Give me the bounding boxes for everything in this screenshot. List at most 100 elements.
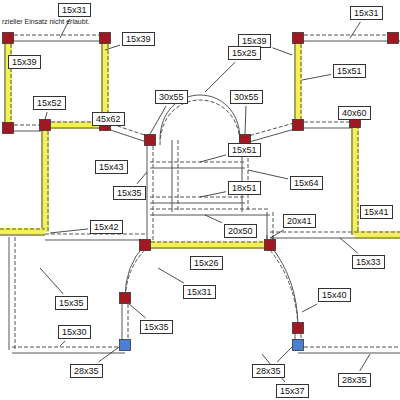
dimension-text: 15x31 xyxy=(187,287,212,297)
dimension-text: 15x40 xyxy=(322,290,347,300)
curved-beam xyxy=(160,100,240,145)
column-square xyxy=(3,123,14,134)
dimension-callout: 15x51 xyxy=(333,64,366,78)
dimension-callout: 15x41 xyxy=(360,205,393,219)
dimension-callout: 15x26 xyxy=(190,256,223,270)
dimension-callout: 15x42 xyxy=(90,220,123,234)
beam-line xyxy=(298,128,355,129)
dimension-text: 15x39 xyxy=(12,57,37,67)
leader-line xyxy=(200,192,226,197)
dimension-callout: 15x39 xyxy=(8,55,41,69)
beam-line xyxy=(45,128,105,129)
dimension-callout: 15x51 xyxy=(228,143,261,157)
dimension-callout: 30x55 xyxy=(230,90,263,104)
leader-line xyxy=(340,238,358,253)
dimension-callout: 18x51 xyxy=(228,181,261,195)
leader-line xyxy=(350,22,360,38)
column-square xyxy=(120,293,131,304)
dimension-text: 40x60 xyxy=(342,108,367,118)
dimension-text: 15x31 xyxy=(354,8,379,18)
dimension-text: 15x37 xyxy=(280,386,305,396)
highlight-beam xyxy=(351,125,359,235)
dimension-text: 45x62 xyxy=(96,114,121,124)
beam-line xyxy=(295,38,296,125)
beam-line xyxy=(298,35,400,36)
dimension-callout: 20x41 xyxy=(283,214,316,228)
dimension-callout: 15x31 xyxy=(58,3,91,17)
leader-line xyxy=(200,155,226,162)
dimension-text: 15x35 xyxy=(144,322,169,332)
beam-line xyxy=(270,238,355,239)
beam-line xyxy=(150,168,245,169)
beam-line xyxy=(15,237,16,350)
dimension-text: 15x25 xyxy=(232,48,257,58)
leader-line xyxy=(60,341,65,346)
beam-line xyxy=(8,41,108,42)
beam-line xyxy=(150,215,270,216)
beam-line xyxy=(298,122,355,123)
column-square xyxy=(293,120,304,131)
dimension-text: 30x55 xyxy=(159,92,184,102)
beam-line xyxy=(244,122,297,137)
leader-line xyxy=(360,354,370,371)
beam-line xyxy=(45,240,145,241)
leader-line xyxy=(245,106,247,134)
leader-layer xyxy=(40,19,370,382)
leader-line xyxy=(45,112,47,120)
highlight-beam xyxy=(355,231,400,239)
dimension-callout: 15x43 xyxy=(95,160,128,174)
dimension-callout: 28x35 xyxy=(70,364,103,378)
beam-line xyxy=(352,125,353,235)
dimension-text: 15x43 xyxy=(99,162,124,172)
beam-line xyxy=(358,125,359,235)
beam-line xyxy=(178,140,179,212)
dimension-callout: 30x55 xyxy=(155,90,188,104)
beam-line xyxy=(298,353,400,354)
beam-line xyxy=(48,125,49,232)
curved-beam xyxy=(125,245,145,298)
beam-line xyxy=(12,347,125,348)
beam-line xyxy=(147,140,148,245)
highlight-beam xyxy=(294,38,302,125)
column-square xyxy=(293,323,304,334)
dimension-callout: 40x60 xyxy=(338,106,371,120)
dimension-text: 15x35 xyxy=(117,188,142,198)
beam-line xyxy=(246,128,299,143)
column-layer xyxy=(3,33,399,351)
beam-line xyxy=(355,238,400,239)
column-square xyxy=(265,240,276,251)
dimension-callout: 28x35 xyxy=(252,364,285,378)
leader-line xyxy=(129,304,146,318)
column-square xyxy=(40,120,51,131)
dimension-callout: 15x35 xyxy=(113,186,146,200)
beam-line xyxy=(42,125,43,232)
dimension-text: 18x51 xyxy=(232,183,257,193)
dimension-text: 15x35 xyxy=(59,298,84,308)
beam-line xyxy=(12,353,125,354)
leader-line xyxy=(302,74,331,80)
beam-line xyxy=(150,162,245,163)
dimension-text: 15x26 xyxy=(194,258,219,268)
leader-line xyxy=(273,48,292,55)
dimension-callout: 15x35 xyxy=(55,296,88,310)
dimension-callout: 20x50 xyxy=(224,224,257,238)
beam-layer xyxy=(0,35,400,353)
beam-line xyxy=(270,232,355,233)
dimension-text: 15x31 xyxy=(62,5,87,15)
highlight-beam xyxy=(0,228,45,236)
dimension-callout: 15x39 xyxy=(122,32,155,46)
beam-line xyxy=(298,41,400,42)
dimension-text: 15x51 xyxy=(232,145,257,155)
highlight-beam xyxy=(145,241,270,249)
beam-line xyxy=(0,235,45,236)
dimension-text: 15x64 xyxy=(294,178,319,188)
dimension-text: 15x51 xyxy=(337,66,362,76)
dimension-callout: 15x31 xyxy=(183,285,216,299)
beam-line xyxy=(172,140,173,212)
dimension-callout: 15x25 xyxy=(228,46,261,60)
column-square xyxy=(140,240,151,251)
dimension-text: 15x30 xyxy=(62,327,87,337)
leader-line xyxy=(270,230,284,238)
